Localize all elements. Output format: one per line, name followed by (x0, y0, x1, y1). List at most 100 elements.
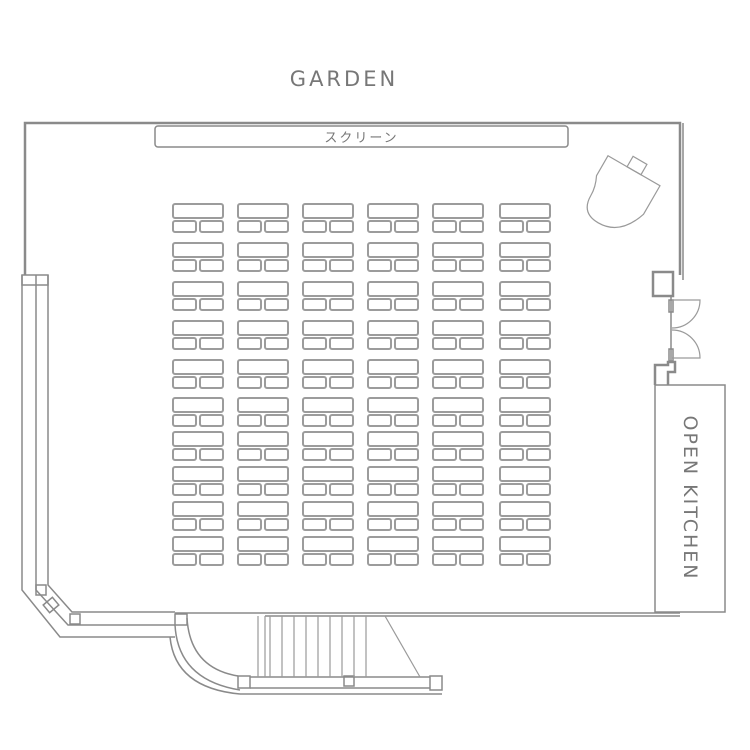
seat-unit[interactable] (172, 431, 224, 461)
seat-unit[interactable] (432, 281, 484, 311)
seat-unit[interactable] (367, 281, 419, 311)
seat-unit[interactable] (172, 466, 224, 496)
seat-unit[interactable] (237, 466, 289, 496)
chair (499, 220, 524, 233)
chair (459, 220, 484, 233)
seat-unit[interactable] (432, 203, 484, 233)
seat-unit[interactable] (499, 501, 551, 531)
seat-unit[interactable] (432, 501, 484, 531)
seat-unit[interactable] (172, 242, 224, 272)
seat-unit[interactable] (237, 203, 289, 233)
seat-unit[interactable] (499, 431, 551, 461)
chair (264, 259, 289, 272)
seat-unit[interactable] (367, 501, 419, 531)
seat-unit[interactable] (432, 431, 484, 461)
seat-unit[interactable] (367, 203, 419, 233)
chair (237, 483, 262, 496)
chair (367, 414, 392, 427)
seat-unit[interactable] (432, 359, 484, 389)
seat-unit[interactable] (499, 359, 551, 389)
chair (499, 376, 524, 389)
seat-unit[interactable] (237, 431, 289, 461)
chair (432, 220, 457, 233)
seat-unit[interactable] (499, 397, 551, 427)
seat-unit[interactable] (367, 466, 419, 496)
table (237, 320, 289, 336)
chair (432, 483, 457, 496)
seat-unit[interactable] (432, 397, 484, 427)
chair (199, 414, 224, 427)
chair (302, 220, 327, 233)
seat-unit[interactable] (302, 501, 354, 531)
seat-unit[interactable] (237, 501, 289, 531)
seat-unit[interactable] (237, 242, 289, 272)
seat-unit[interactable] (172, 203, 224, 233)
seat-unit[interactable] (302, 320, 354, 350)
seat-unit[interactable] (172, 320, 224, 350)
chair (172, 220, 197, 233)
seat-unit[interactable] (367, 359, 419, 389)
chair (394, 448, 419, 461)
seat-unit[interactable] (499, 242, 551, 272)
table (432, 281, 484, 297)
seat-unit[interactable] (172, 359, 224, 389)
table (172, 320, 224, 336)
table (432, 397, 484, 413)
chair (394, 553, 419, 566)
seat-unit[interactable] (172, 281, 224, 311)
table (302, 359, 354, 375)
table (499, 320, 551, 336)
seat-unit[interactable] (367, 536, 419, 566)
table (172, 203, 224, 219)
seat-unit[interactable] (499, 536, 551, 566)
table (237, 501, 289, 517)
seat-unit[interactable] (172, 397, 224, 427)
seat-unit[interactable] (302, 359, 354, 389)
seat-unit[interactable] (367, 431, 419, 461)
seat-unit[interactable] (302, 242, 354, 272)
seat-unit[interactable] (237, 397, 289, 427)
chair (394, 518, 419, 531)
chair (172, 518, 197, 531)
chair (499, 518, 524, 531)
seat-unit[interactable] (302, 397, 354, 427)
seat-unit[interactable] (237, 320, 289, 350)
table (432, 536, 484, 552)
seat-unit[interactable] (302, 536, 354, 566)
chair (459, 518, 484, 531)
chair (526, 337, 551, 350)
seat-unit[interactable] (432, 242, 484, 272)
seat-unit[interactable] (302, 203, 354, 233)
table (237, 536, 289, 552)
seat-unit[interactable] (499, 466, 551, 496)
chair (329, 518, 354, 531)
seat-unit[interactable] (432, 320, 484, 350)
chair (459, 553, 484, 566)
seat-unit[interactable] (172, 536, 224, 566)
seat-unit[interactable] (367, 397, 419, 427)
seat-unit[interactable] (302, 431, 354, 461)
seat-unit[interactable] (367, 320, 419, 350)
seat-unit[interactable] (237, 536, 289, 566)
table (367, 466, 419, 482)
seat-unit[interactable] (432, 466, 484, 496)
table (499, 431, 551, 447)
table (432, 359, 484, 375)
seat-unit[interactable] (499, 203, 551, 233)
table (432, 466, 484, 482)
table (367, 536, 419, 552)
seat-unit[interactable] (499, 281, 551, 311)
chair (329, 448, 354, 461)
table (302, 466, 354, 482)
seat-unit[interactable] (237, 359, 289, 389)
seat-unit[interactable] (302, 281, 354, 311)
seat-unit[interactable] (172, 501, 224, 531)
seat-unit[interactable] (302, 466, 354, 496)
chair (199, 553, 224, 566)
seat-unit[interactable] (237, 281, 289, 311)
seat-unit[interactable] (432, 536, 484, 566)
seat-unit[interactable] (499, 320, 551, 350)
seat-unit[interactable] (367, 242, 419, 272)
chair (172, 259, 197, 272)
chair (432, 376, 457, 389)
